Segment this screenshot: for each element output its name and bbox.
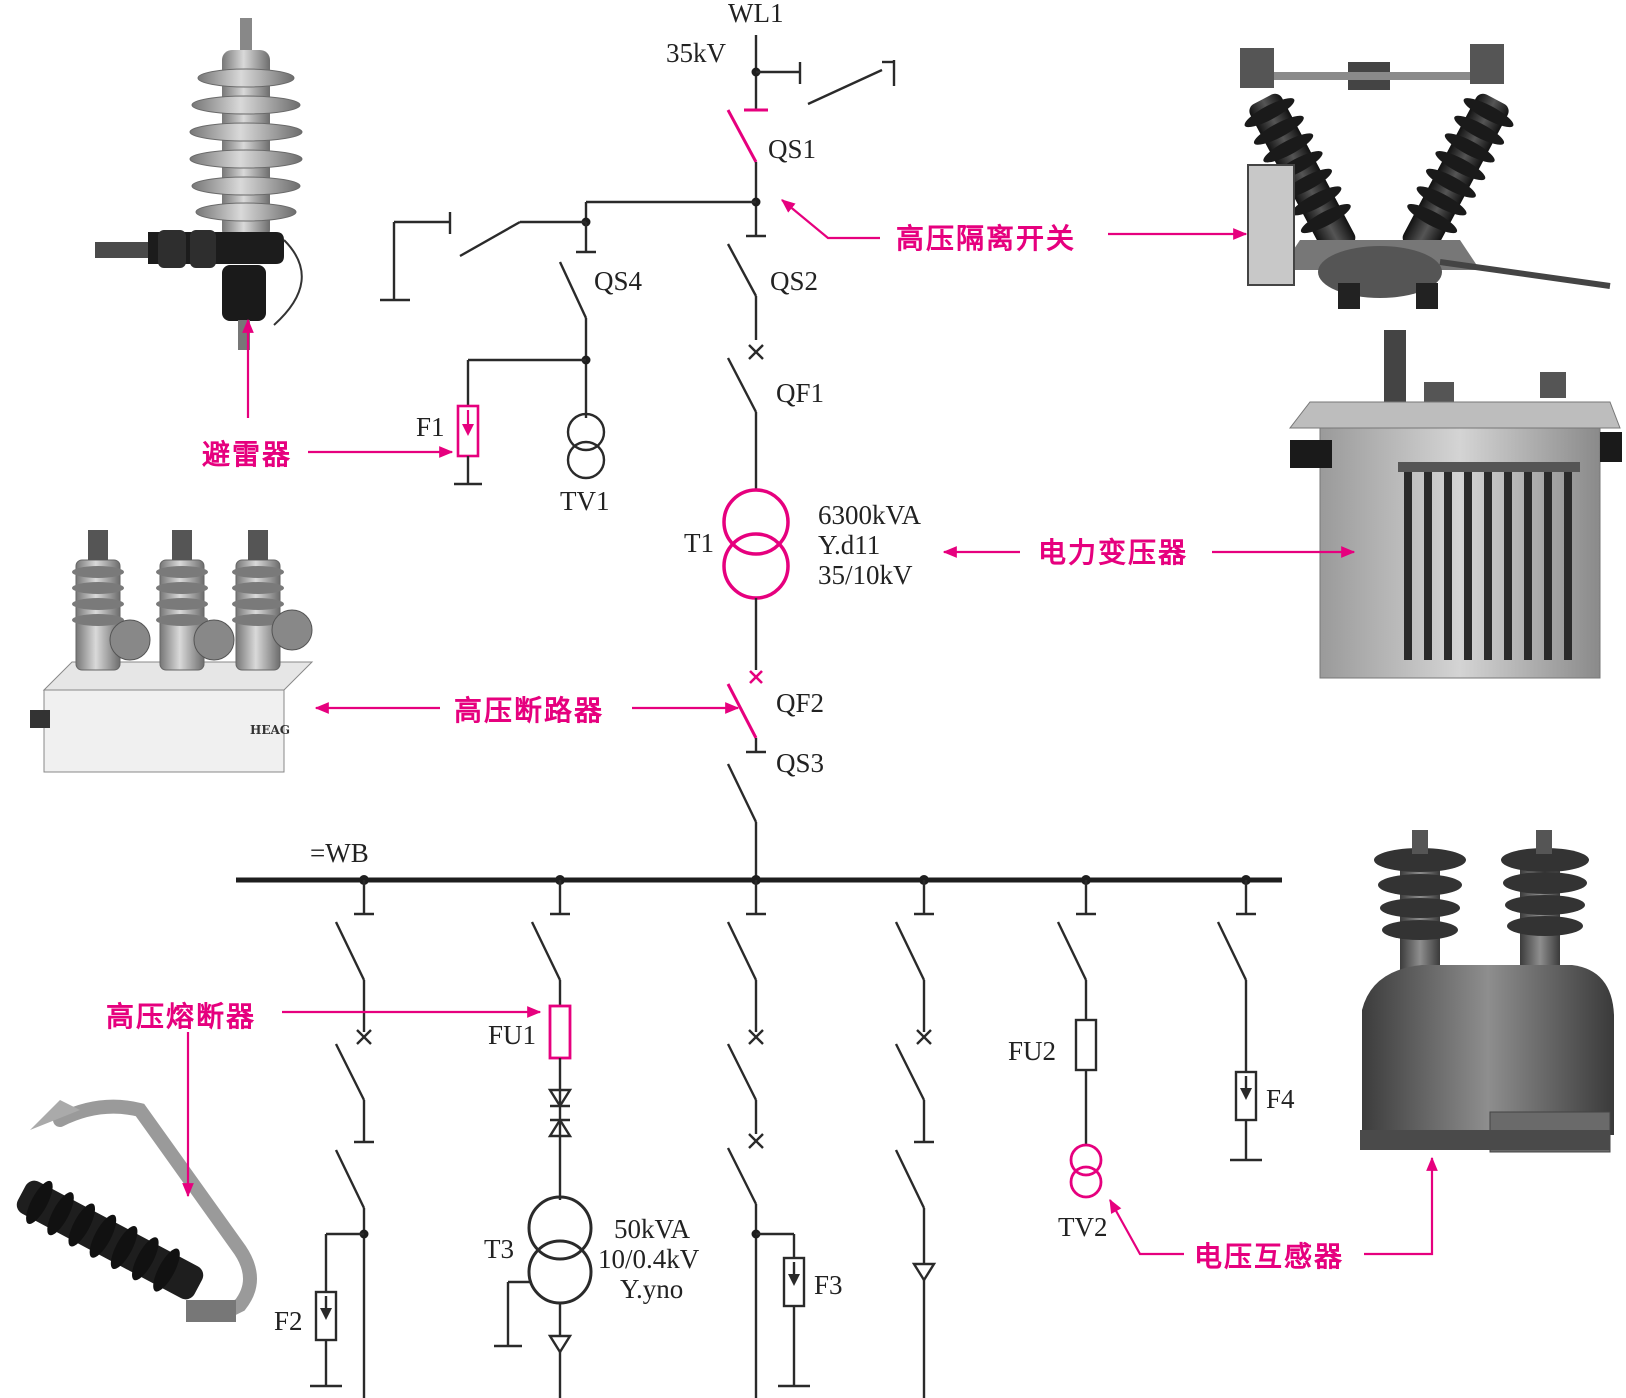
label-wl1: WL1: [728, 0, 783, 28]
label-qf1: QF1: [776, 378, 824, 408]
label-qs2: QS2: [770, 266, 818, 296]
label-tv1: TV1: [560, 486, 610, 516]
label-t1: T1: [684, 528, 714, 558]
breaker-badge: HEAG: [250, 723, 290, 737]
t3-rating-power: 50kVA: [614, 1214, 691, 1244]
label-fu2: FU2: [1008, 1036, 1056, 1066]
circuit-breaker-photo: HEAG: [30, 530, 314, 773]
label-qs1: QS1: [768, 134, 816, 164]
t1-rating-power: 6300kVA: [818, 500, 922, 530]
label-fu1: FU1: [488, 1020, 536, 1050]
callout-vt: 电压互感器: [1194, 1240, 1344, 1273]
t1-rating-voltage: 35/10kV: [818, 560, 913, 590]
callout-breaker: 高压断路器: [454, 694, 604, 727]
label-tv2: TV2: [1058, 1212, 1108, 1242]
drop-out-fuse-photo: [16, 1099, 257, 1322]
schematic: [236, 35, 1282, 1398]
label-t3: T3: [484, 1234, 514, 1264]
surge-arrester-photo: [95, 18, 303, 350]
power-transformer-photo: [1288, 330, 1622, 679]
label-qf2: QF2: [776, 688, 824, 718]
callout-isolator: 高压隔离开关: [896, 222, 1076, 255]
t1-rating-vector: Y.d11: [818, 530, 880, 560]
callout-arrester: 避雷器: [202, 438, 292, 471]
callout-fuse: 高压熔断器: [106, 1000, 256, 1033]
disconnector-photo: [1240, 44, 1611, 309]
label-qs4: QS4: [594, 266, 643, 296]
voltage-transformer-photo: [1360, 830, 1614, 1153]
label-qs3: QS3: [776, 748, 824, 778]
callout-arrows: [182, 199, 1438, 1256]
label-f2: F2: [274, 1306, 303, 1336]
t3-rating-vector: Y.yno: [620, 1274, 683, 1304]
label-35kv: 35kV: [666, 38, 727, 68]
label-wb: =WB: [310, 838, 369, 868]
callout-labels: 高压隔离开关 避雷器 电力变压器 高压断路器 高压熔断器 电压互感器: [106, 222, 1344, 1273]
callout-transformer: 电力变压器: [1038, 536, 1188, 569]
component-labels: WL1 35kV QS1 QS4 QS2 QF1 F1 TV1 T1 6300k…: [274, 0, 1295, 1336]
label-f1: F1: [416, 412, 445, 442]
label-f3: F3: [814, 1270, 843, 1300]
label-f4: F4: [1266, 1084, 1295, 1114]
t3-rating-voltage: 10/0.4kV: [598, 1244, 700, 1274]
